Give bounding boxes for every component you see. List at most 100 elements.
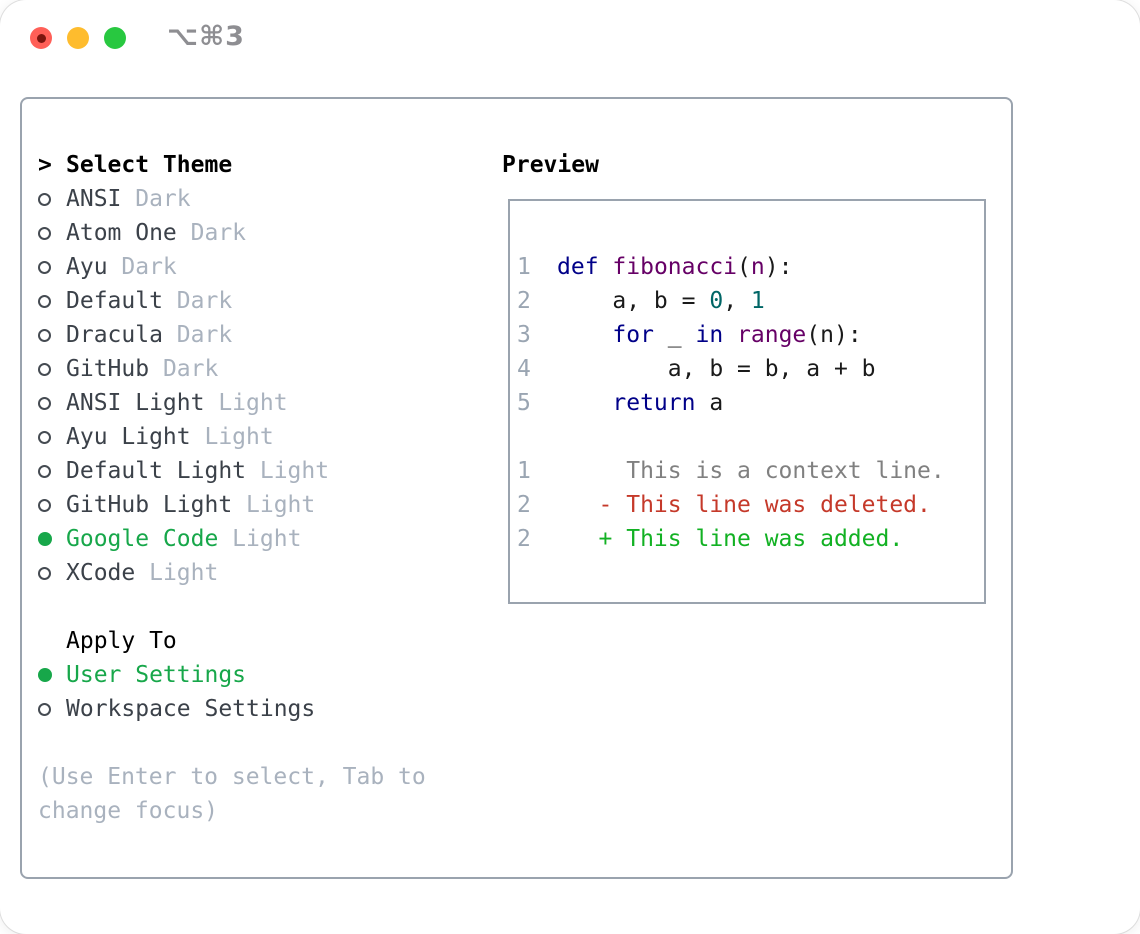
bullet-column — [38, 192, 66, 206]
preview-title: Preview — [502, 152, 599, 178]
minimize-button[interactable] — [67, 27, 89, 49]
theme-variant: Dark — [121, 186, 191, 212]
help-text: (Use Enter to select, Tab to change focu… — [38, 760, 426, 828]
theme-option-ayu[interactable]: Ayu Dark — [38, 250, 426, 284]
radio-selected-icon — [38, 532, 52, 546]
theme-name: XCode — [66, 560, 136, 586]
zoom-button[interactable] — [104, 27, 126, 49]
theme-option-xcode[interactable]: XCode Light — [38, 556, 426, 590]
diff-line-added: 2 + This line was added. — [517, 522, 984, 556]
bullet-column — [38, 566, 66, 580]
theme-variant: Dark — [149, 356, 219, 382]
radio-selected-icon — [38, 668, 52, 682]
theme-variant: Light — [204, 390, 288, 416]
help-line: (Use Enter to select, Tab to — [38, 764, 426, 790]
diff-line-deleted: 2 - This line was deleted. — [517, 488, 984, 522]
bullet-column — [38, 396, 66, 410]
theme-name: GitHub Light — [66, 492, 233, 518]
theme-variant: Dark — [176, 220, 247, 246]
radio-icon — [38, 294, 51, 308]
apply-option-label: Workspace Settings — [66, 696, 316, 722]
bullet-column — [38, 532, 66, 546]
bullet-column — [38, 260, 66, 274]
theme-variant: Light — [135, 560, 219, 586]
theme-variant: Dark — [162, 322, 233, 348]
bullet-column — [38, 362, 66, 376]
window-title: ⌥⌘3 — [167, 21, 245, 52]
bullet-column — [38, 294, 66, 308]
bullet-column — [38, 702, 66, 716]
theme-name: GitHub — [66, 356, 150, 382]
bullet-column — [38, 498, 66, 512]
theme-name: Ayu Light — [66, 424, 191, 450]
theme-option-dracula[interactable]: Dracula Dark — [38, 318, 426, 352]
diff-text: This is a context line. — [557, 458, 945, 484]
line-number: 2 — [517, 492, 531, 518]
theme-option-ansi-light[interactable]: ANSI Light Light — [38, 386, 426, 420]
close-button[interactable] — [30, 27, 52, 49]
theme-name: Ayu — [66, 254, 108, 280]
theme-option-github-light[interactable]: GitHub Light Light — [38, 488, 426, 522]
diff-text: - This line was deleted. — [557, 492, 931, 518]
code-line: 4 a, b = b, a + b — [517, 352, 984, 386]
close-dot-icon — [36, 33, 46, 43]
radio-icon — [38, 430, 51, 444]
spacer — [38, 726, 426, 760]
cursor-indicator-icon: > — [38, 152, 52, 178]
apply-option-workspace-settings[interactable]: Workspace Settings — [38, 692, 426, 726]
radio-icon — [38, 702, 51, 716]
apply-option-user-settings[interactable]: User Settings — [38, 658, 426, 692]
theme-option-github[interactable]: GitHub Dark — [38, 352, 426, 386]
bullet-column — [38, 226, 66, 240]
code-text: a, b = b, a + b — [557, 356, 876, 382]
bullet-column — [38, 430, 66, 444]
bullet-column — [38, 464, 66, 478]
bullet-column — [38, 328, 66, 342]
theme-option-default[interactable]: Default Dark — [38, 284, 426, 318]
select-theme-title: Select Theme — [66, 152, 233, 178]
theme-option-atom-one[interactable]: Atom One Dark — [38, 216, 426, 250]
bullet-column — [38, 668, 66, 682]
radio-icon — [38, 192, 51, 206]
code-line: 3 for _ in range(n): — [517, 318, 984, 352]
code-text: return a — [612, 390, 724, 416]
theme-name: Dracula — [66, 322, 163, 348]
line-number: 4 — [517, 356, 531, 382]
theme-variant: Light — [232, 492, 316, 518]
line-number: 2 — [517, 526, 531, 552]
theme-variant: Light — [218, 526, 302, 552]
radio-icon — [38, 226, 51, 240]
apply-option-label: User Settings — [66, 662, 247, 688]
spacer — [517, 420, 984, 454]
theme-name: Default — [66, 288, 163, 314]
code-text: a, b = 0, 1 — [557, 288, 765, 314]
radio-icon — [38, 566, 51, 580]
theme-variant: Light — [190, 424, 274, 450]
theme-option-default-light[interactable]: Default Light Light — [38, 454, 426, 488]
apply-to-header: Apply To — [66, 628, 177, 654]
theme-option-ansi[interactable]: ANSI Dark — [38, 182, 426, 216]
diff-preview: 1 This is a context line.2 - This line w… — [517, 454, 984, 556]
theme-name: Google Code — [66, 526, 219, 552]
radio-icon — [38, 396, 51, 410]
spacer — [38, 590, 426, 624]
code-line: 2 a, b = 0, 1 — [517, 284, 984, 318]
theme-option-google-code[interactable]: Google Code Light — [38, 522, 426, 556]
theme-name: Default Light — [66, 458, 247, 484]
radio-icon — [38, 498, 51, 512]
line-number: 3 — [517, 322, 531, 348]
radio-icon — [38, 464, 51, 478]
theme-option-ayu-light[interactable]: Ayu Light Light — [38, 420, 426, 454]
code-text: def fibonacci(n): — [557, 254, 793, 280]
code-text: for _ in range(n): — [612, 322, 862, 348]
theme-name: ANSI Light — [66, 390, 205, 416]
line-number: 2 — [517, 288, 531, 314]
radio-icon — [38, 328, 51, 342]
select-theme-header: > Select Theme — [38, 148, 426, 182]
